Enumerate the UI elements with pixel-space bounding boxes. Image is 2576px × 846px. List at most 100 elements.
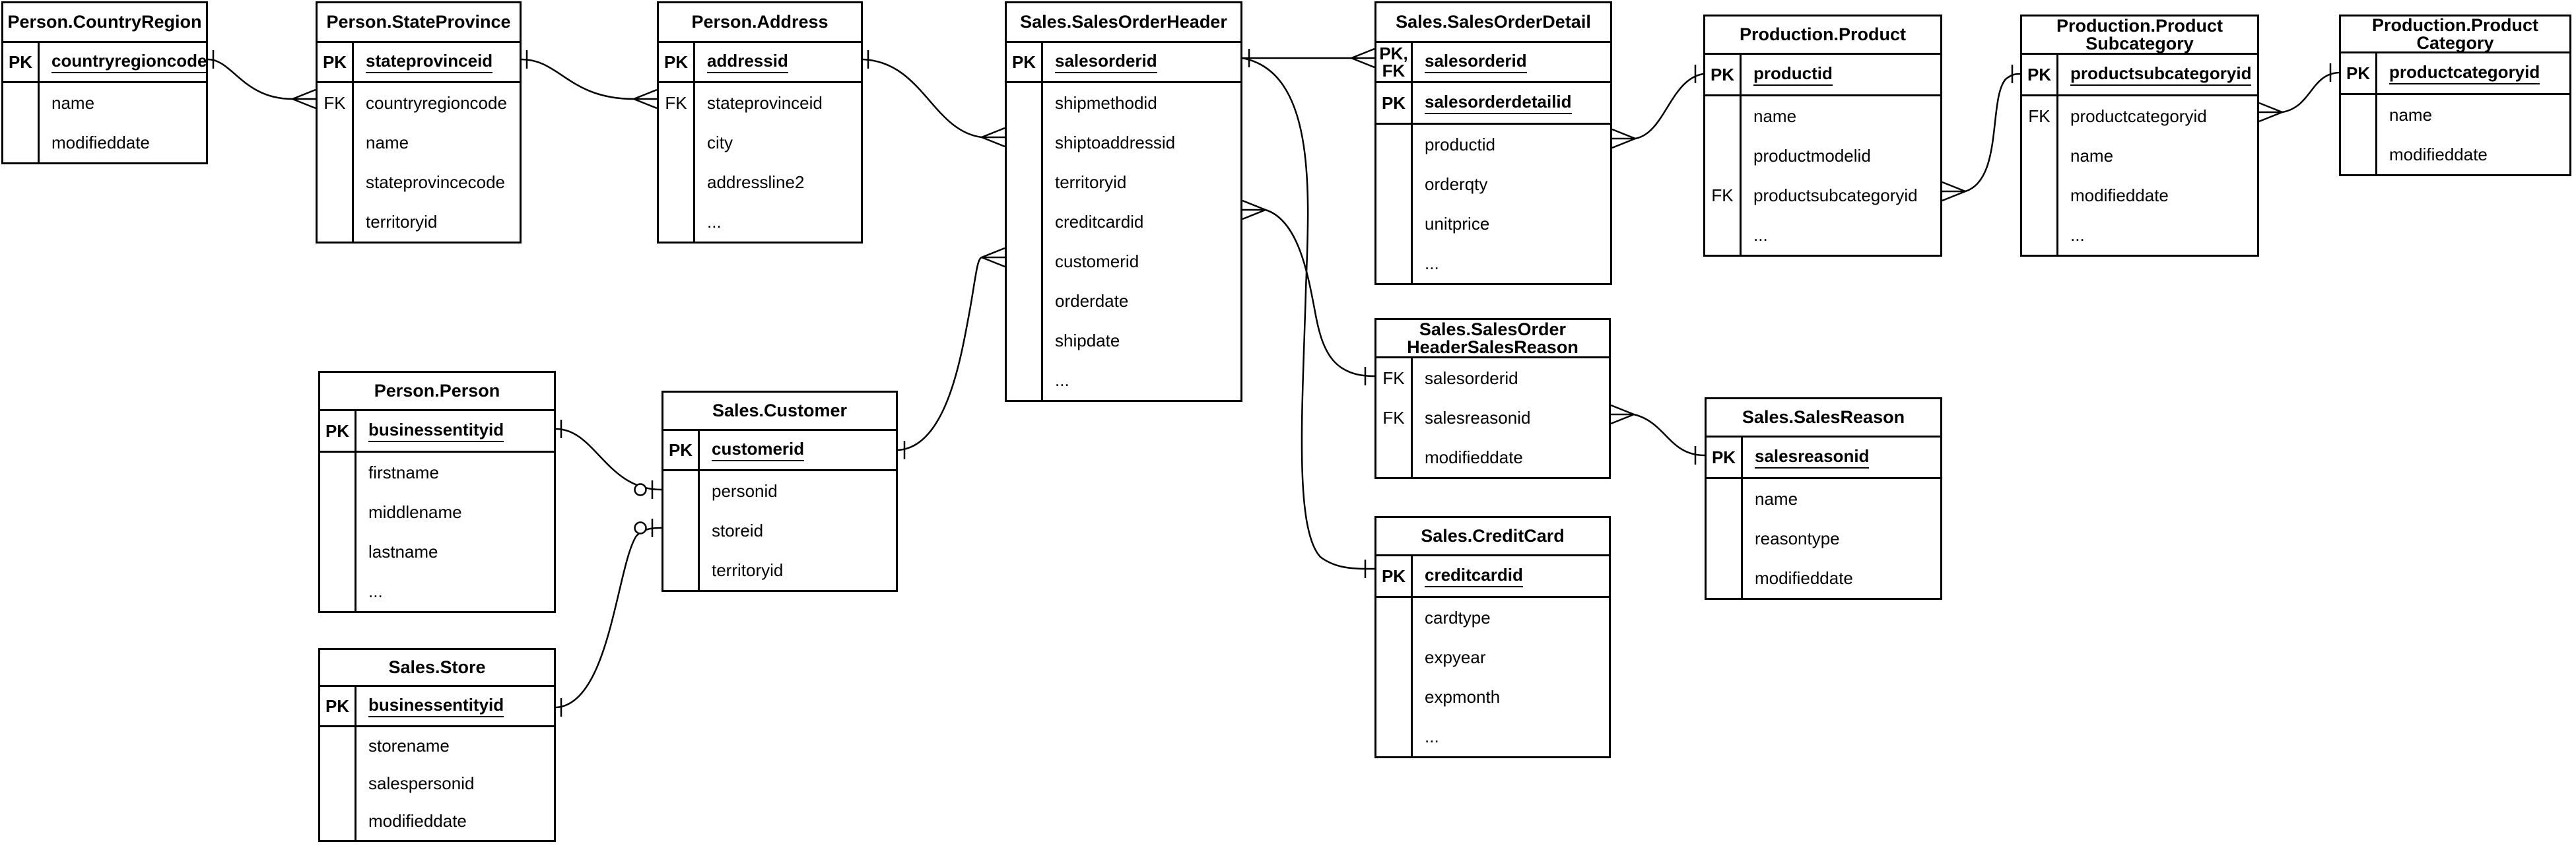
connector-salesorderheader-salesorderdetail[interactable] <box>1242 48 1375 69</box>
connector-salesorderheader-salesorderheadersalesreason[interactable] <box>1242 199 1375 385</box>
key-label: PK,FK <box>1376 43 1413 81</box>
connector-customer-salesorderheader[interactable] <box>897 247 1005 459</box>
field-row-shiptoaddressid[interactable]: shiptoaddressid <box>1007 123 1240 162</box>
field-row-modifieddate[interactable]: modifieddate <box>2341 135 2569 174</box>
field-row-expyear[interactable]: expyear <box>1376 637 1609 677</box>
field-row-stateprovincecode[interactable]: stateprovincecode <box>318 162 520 202</box>
field-row-modifieddate[interactable]: modifieddate <box>3 123 206 162</box>
field-row-ellipsis[interactable]: ... <box>1376 717 1609 756</box>
field-row-name[interactable]: name <box>2022 136 2257 176</box>
field-row-ellipsis[interactable]: ... <box>1705 215 1940 255</box>
field-row-storeid[interactable]: storeid <box>663 511 896 550</box>
field-row-salespersonid[interactable]: salespersonid <box>320 765 554 802</box>
connector-address-salesorderheader[interactable] <box>862 50 1005 148</box>
field-row-modifieddate[interactable]: modifieddate <box>320 802 554 840</box>
field-row-customerid[interactable]: customerid <box>1007 242 1240 281</box>
field-name: name <box>51 92 95 113</box>
key-label <box>1707 479 1743 519</box>
table-title-line: Sales.SalesReason <box>1742 407 1905 427</box>
field-row-storename[interactable]: storename <box>320 727 554 765</box>
field-row-name[interactable]: name <box>1705 96 1940 136</box>
field-row-productid[interactable]: productid <box>1376 125 1610 164</box>
field-row-creditcardid[interactable]: creditcardid <box>1007 202 1240 242</box>
field-row-cardtype[interactable]: cardtype <box>1376 598 1609 637</box>
field-row-shipdate[interactable]: shipdate <box>1007 321 1240 360</box>
field-row-unitprice[interactable]: unitprice <box>1376 204 1610 244</box>
field-row-ellipsis[interactable]: ... <box>320 571 554 611</box>
zero-circle-mark <box>634 521 647 535</box>
field-row-productmodelid[interactable]: productmodelid <box>1705 136 1940 176</box>
field-row-name[interactable]: name <box>3 83 206 123</box>
field-row-addressline2[interactable]: addressline2 <box>659 162 861 202</box>
field-row-territoryid[interactable]: territoryid <box>663 550 896 590</box>
field-row-personid[interactable]: personid <box>663 471 896 511</box>
connector-productsubcategory-productcategory[interactable] <box>2258 63 2340 123</box>
connector-person-customer[interactable] <box>555 420 662 499</box>
field-row-modifieddate[interactable]: modifieddate <box>2022 176 2257 215</box>
field-row-ellipsis[interactable]: ... <box>1376 244 1610 283</box>
field-row-shipmethodid[interactable]: shipmethodid <box>1007 83 1240 123</box>
field-row-orderdate[interactable]: orderdate <box>1007 281 1240 321</box>
field-row-modifieddate[interactable]: modifieddate <box>1376 438 1609 477</box>
field-row-ellipsis[interactable]: ... <box>1007 360 1240 400</box>
field-row-reasontype[interactable]: reasontype <box>1707 519 1940 558</box>
field-row-orderqty[interactable]: orderqty <box>1376 164 1610 204</box>
many-crowfoot-mark <box>633 88 658 100</box>
field-row-lastname[interactable]: lastname <box>320 532 554 571</box>
connector-salesorderdetail-product[interactable] <box>1611 65 1704 149</box>
field-row-firstname[interactable]: firstname <box>320 453 554 492</box>
connector-stateprovince-address[interactable] <box>521 50 658 110</box>
connector-store-customer[interactable] <box>555 519 662 717</box>
field-row-territoryid[interactable]: territoryid <box>1007 162 1240 202</box>
table-title: Sales.SalesOrderDetail <box>1376 3 1610 43</box>
field-row-territoryid[interactable]: territoryid <box>318 202 520 242</box>
connector-salesorderheader-creditcard[interactable] <box>1242 57 1375 578</box>
field-row-city[interactable]: city <box>659 123 861 162</box>
field-row-name[interactable]: name <box>2341 95 2569 135</box>
connector-product-productsubcategory[interactable] <box>1942 65 2021 202</box>
field-row-expmonth[interactable]: expmonth <box>1376 677 1609 717</box>
field-row-ellipsis[interactable]: ... <box>2022 215 2257 255</box>
connector-salesorderheadersalesreason-salesreason[interactable] <box>1610 404 1705 465</box>
field-row-middlename[interactable]: middlename <box>320 492 554 532</box>
field-row-ellipsis[interactable]: ... <box>659 202 861 242</box>
field-row-modifieddate[interactable]: modifieddate <box>1707 558 1940 598</box>
field-row-name[interactable]: name <box>318 123 520 162</box>
connector-countryregion-stateprovince[interactable] <box>207 50 316 110</box>
field-row-name[interactable]: name <box>1707 479 1940 519</box>
